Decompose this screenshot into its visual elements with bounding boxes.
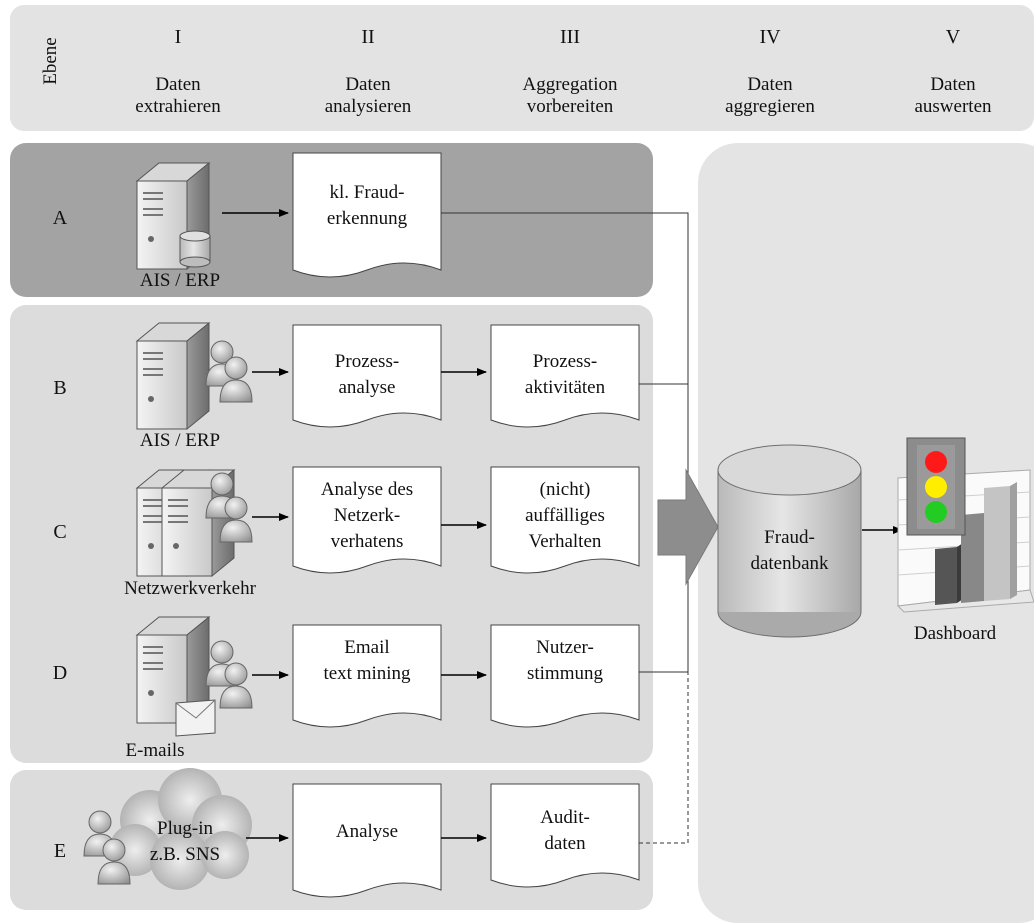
- column-5-number: V: [945, 26, 961, 48]
- row-a-letter: A: [52, 207, 68, 229]
- envelope-icon: [175, 699, 216, 737]
- row-d-step2-text: Email text mining: [323, 637, 411, 684]
- column-5-title: Daten auswerten: [914, 74, 992, 117]
- column-2-title: Daten analysieren: [324, 74, 412, 117]
- row-c-step2-text: Analyse des Netzerk- verhatens: [320, 479, 414, 552]
- fraud-database-icon: [717, 444, 862, 638]
- row-c-source-label: Netzwerkverkehr: [124, 578, 256, 599]
- row-a-server-icon: [136, 162, 211, 270]
- column-2-number: II: [361, 26, 375, 48]
- column-3-number: III: [560, 26, 580, 48]
- dashboard-icon: [896, 437, 1034, 613]
- row-d-source-label: E-mails: [125, 740, 185, 761]
- traffic-light-yellow: [925, 476, 947, 498]
- row-b-source-label: AIS / ERP: [139, 430, 221, 451]
- row-e-letter: E: [53, 840, 67, 862]
- column-1-title: Daten extrahieren: [135, 74, 221, 117]
- database-small-icon: [179, 230, 211, 268]
- row-c-server-icon: [136, 469, 253, 577]
- row-b-server-icon: [136, 322, 253, 430]
- header-band: [10, 5, 1034, 131]
- cloud-icon: [109, 768, 252, 890]
- row-c-letter: C: [53, 521, 67, 543]
- row-c-step3-text: (nicht) auffälliges Verhalten: [525, 479, 605, 552]
- row-d-letter: D: [52, 662, 68, 684]
- row-b-letter: B: [53, 377, 67, 399]
- row-a-doc-shape: [292, 152, 442, 278]
- row-e-source-label: Plug-in z.B. SNS: [149, 818, 221, 865]
- column-4-title: Daten aggregieren: [725, 74, 815, 117]
- fraud-database-label: Fraud- datenbank: [750, 527, 829, 574]
- row-e-step2-text: Analyse: [335, 821, 399, 842]
- row-d-step3-text: Nutzer- stimmung: [526, 637, 603, 684]
- connector-lines: [441, 212, 689, 844]
- column-1-number: I: [174, 26, 182, 48]
- aggregation-arrow: [657, 468, 719, 586]
- row-b-step2-text: Prozess- analyse: [334, 351, 400, 398]
- row-d-server-icon: [136, 616, 253, 737]
- column-3-title: Aggregation vorbereiten: [522, 74, 618, 117]
- row-e-step3-text: Audit- daten: [540, 807, 590, 854]
- row-a-step2-text: kl. Fraud- erkennung: [326, 182, 408, 229]
- dashboard-label: Dashboard: [913, 623, 997, 644]
- traffic-light-red: [925, 451, 947, 473]
- traffic-light-green: [925, 501, 947, 523]
- column-4-number: IV: [759, 26, 781, 48]
- row-a-source-label: AIS / ERP: [139, 270, 221, 291]
- row-b-step3-text: Prozess- aktivitäten: [524, 351, 606, 398]
